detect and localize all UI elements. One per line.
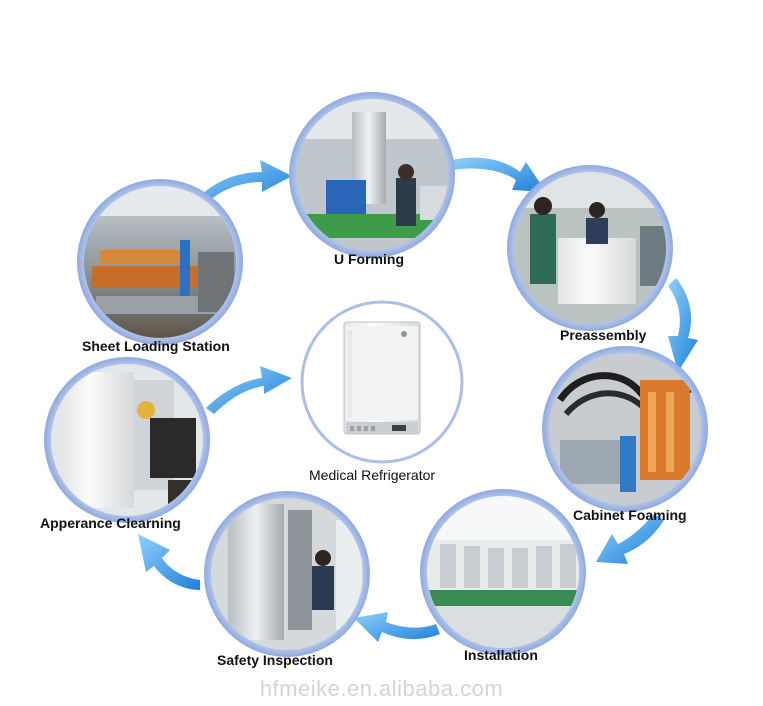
arrow-u-forming-to-preassembly — [452, 157, 546, 192]
label-installation: Installation — [464, 647, 538, 663]
arrow-cabinet-foaming-to-installation — [596, 514, 664, 564]
installation-photo — [427, 496, 579, 648]
label-apperance-clearning: Apperance Clearning — [40, 515, 181, 531]
safety-inspection-photo — [211, 498, 363, 650]
step-apperance-clearning — [44, 357, 210, 523]
sheet-loading-photo — [84, 186, 236, 338]
arrow-apperance-clearning-to-medical-refrigerator — [206, 366, 292, 414]
medical-refrigerator-image — [343, 321, 421, 435]
label-sheet-loading-station: Sheet Loading Station — [82, 338, 230, 354]
cabinet-foaming-photo — [549, 353, 701, 505]
label-medical-refrigerator: Medical Refrigerator — [309, 467, 436, 483]
step-sheet-loading-station — [77, 179, 243, 345]
label-preassembly: Preassembly — [560, 327, 647, 343]
apperance-clearning-photo — [51, 364, 203, 516]
step-installation — [420, 489, 586, 655]
center-medical-refrigerator — [300, 300, 464, 464]
step-preassembly — [507, 165, 673, 331]
u-forming-photo — [296, 99, 448, 251]
arrow-safety-inspection-to-apperance-clearning — [138, 534, 200, 590]
flow-arrows — [138, 157, 698, 642]
arrow-preassembly-to-cabinet-foaming — [668, 278, 698, 372]
arrow-installation-to-safety-inspection — [354, 612, 440, 642]
label-safety-inspection: Safety Inspection — [217, 652, 333, 668]
step-safety-inspection — [204, 491, 370, 657]
watermark: hfmeike.en.alibaba.com — [259, 676, 504, 701]
step-cabinet-foaming — [542, 346, 708, 512]
step-u-forming — [289, 92, 455, 258]
preassembly-photo — [514, 172, 666, 324]
arrow-sheet-to-u-forming — [198, 160, 292, 204]
label-cabinet-foaming: Cabinet Foaming — [573, 507, 687, 523]
label-u-forming: U Forming — [334, 251, 404, 267]
